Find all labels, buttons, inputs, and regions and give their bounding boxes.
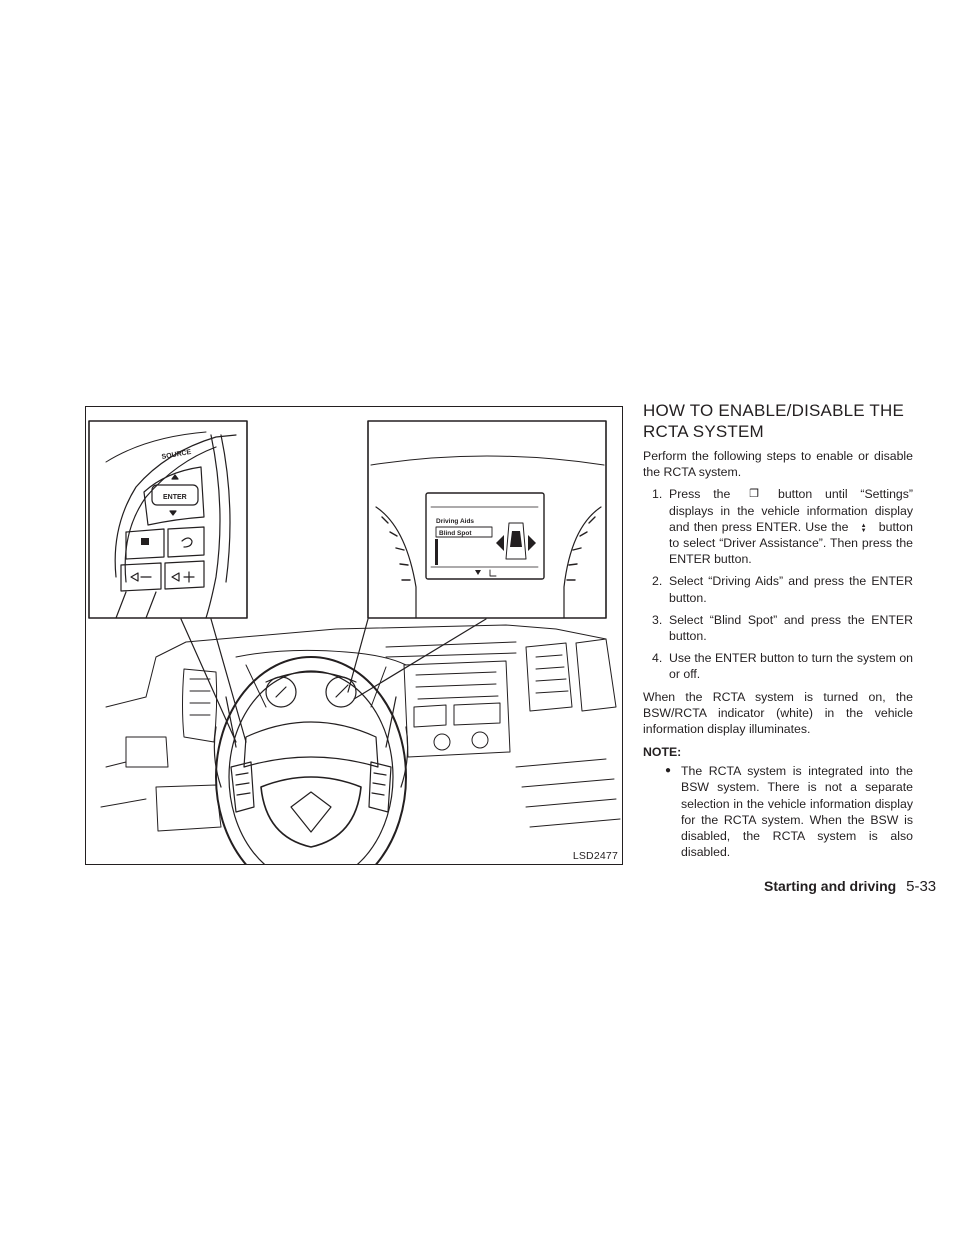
section-heading: HOW TO ENABLE/DISABLE THE RCTA SYSTEM <box>643 401 905 441</box>
step-1: 1. Press the ❐ button until “Settings” d… <box>643 486 913 567</box>
blind-spot-label: Blind Spot <box>439 530 472 537</box>
step-text: Select “Blind Spot” and press the ENTER … <box>669 612 913 644</box>
up-down-arrows-icon: ▲▼ <box>860 522 867 534</box>
step-number: 3. <box>652 612 663 627</box>
step-number: 2. <box>652 574 663 589</box>
dashboard-lines <box>100 624 621 832</box>
step-text: Press the ❐ button until “Settings” disp… <box>669 486 913 567</box>
page-footer: Starting and driving 5-33 <box>764 878 936 895</box>
step-number: 1. <box>652 487 663 502</box>
after-paragraph: When the RCTA system is turned on, the B… <box>643 689 913 737</box>
step-2: 2. Select “Driving Aids” and press the E… <box>643 573 913 605</box>
note-label: NOTE: <box>643 745 682 760</box>
steering-switch-inset: SOURCE ENTER <box>88 420 248 619</box>
bullet-dot-icon: ● <box>665 765 672 777</box>
step-text-part: Press the <box>669 487 731 502</box>
note-bullet: ● The RCTA system is integrated into the… <box>643 763 913 860</box>
step-3: 3. Select “Blind Spot” and press the ENT… <box>643 612 913 644</box>
steering-wheel-illustration: SOURCE ENTER Driving Aids Blind Spot <box>88 420 621 864</box>
step-text-part: button until “Settings” displays in the … <box>669 487 914 534</box>
intro-paragraph: Perform the following steps to enable or… <box>643 449 913 480</box>
step-4: 4. Use the ENTER button to turn the syst… <box>643 650 913 682</box>
meter-display-inset: Driving Aids Blind Spot <box>367 420 607 619</box>
callout-lines <box>180 618 487 743</box>
illustration-figure: SOURCE ENTER Driving Aids Blind Spot <box>85 406 623 865</box>
note-bullet-text: The RCTA system is integrated into the B… <box>681 764 913 860</box>
step-text-part: button to select “Driver Assistance”. Th… <box>669 519 913 567</box>
step-text: Use the ENTER button to turn the system … <box>669 651 913 682</box>
figure-code: LSD2477 <box>572 850 618 862</box>
driving-aids-label: Driving Aids <box>436 518 474 525</box>
footer-section-title: Starting and driving <box>764 878 897 894</box>
enter-label: ENTER <box>163 494 187 501</box>
page-number: 5-33 <box>906 878 937 895</box>
step-number: 4. <box>652 651 663 666</box>
menu-button-icon: ❐ <box>749 488 760 501</box>
step-text: Select “Driving Aids” and press the ENTE… <box>669 574 913 605</box>
steering-wheel <box>213 656 409 864</box>
text-column: HOW TO ENABLE/DISABLE THE RCTA SYSTEM Pe… <box>643 400 913 860</box>
steps-list: 1. Press the ❐ button until “Settings” d… <box>643 486 913 682</box>
